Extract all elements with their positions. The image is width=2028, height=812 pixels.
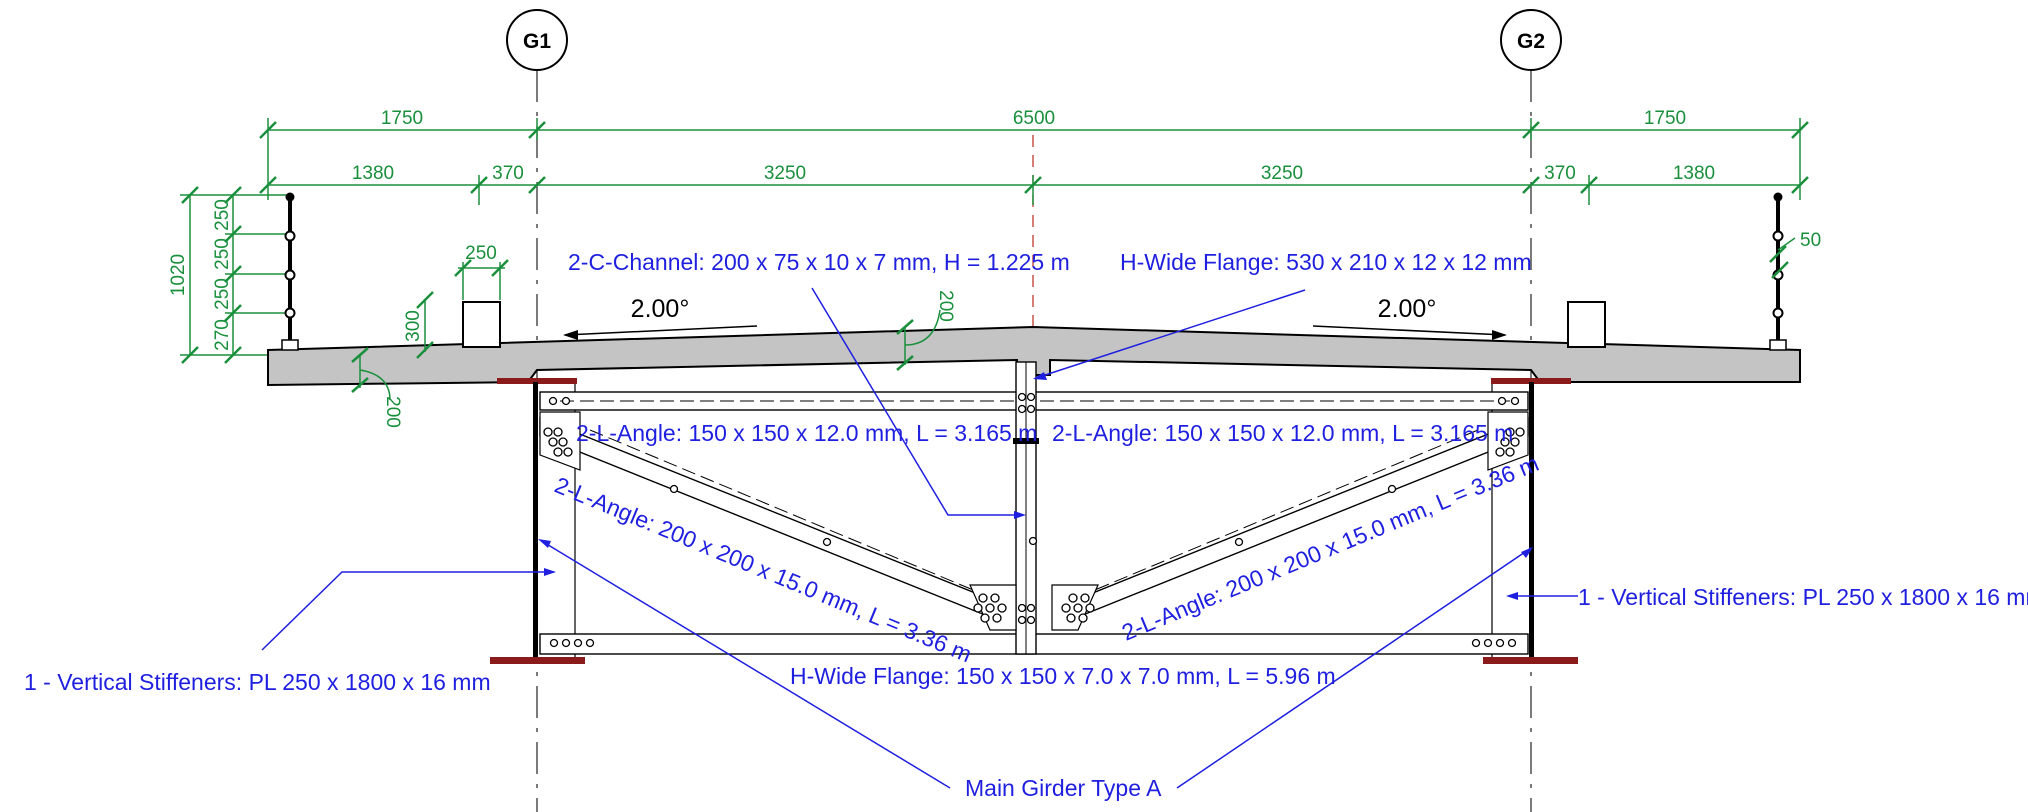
dim-left-rail-span: 1380 bbox=[352, 163, 394, 184]
dim-deck-thickness-edge: 200 bbox=[382, 396, 403, 428]
dim-center-right: 3250 bbox=[1261, 163, 1303, 184]
dim-top-left: 1750 bbox=[381, 108, 423, 129]
slope-indicators: 2.00° 2.00° bbox=[563, 295, 1507, 340]
grid-bubble-g1 bbox=[506, 9, 568, 71]
diagonal-brace-left bbox=[539, 416, 1011, 627]
railing-height-dimensions: 1020 250 250 250 270 bbox=[168, 186, 290, 364]
label-angle-diag-right: 2-L-Angle: 200 x 200 x 15.0 mm, L = 3.36… bbox=[1118, 450, 1542, 646]
grid-axes: G1 G2 bbox=[506, 9, 1562, 812]
dim-deck-thickness-center: 200 bbox=[935, 290, 956, 322]
railing-left bbox=[281, 192, 299, 351]
leader-lines bbox=[261, 287, 1578, 789]
barrier-left bbox=[462, 301, 501, 348]
dim-barrier-width: 250 bbox=[465, 243, 497, 264]
dim-barrier-height: 300 bbox=[403, 310, 424, 342]
dim-left-barrier-span: 370 bbox=[492, 163, 524, 184]
bottom-flange-plate-right bbox=[1483, 657, 1578, 664]
dim-center-left: 3250 bbox=[764, 163, 806, 184]
dim-post-spacing-3: 250 bbox=[212, 278, 233, 310]
main-girder-web-left bbox=[533, 382, 538, 657]
label-stiffener-right: 1 - Vertical Stiffeners: PL 250 x 1800 x… bbox=[1578, 584, 2028, 610]
label-main-girder: Main Girder Type A bbox=[965, 775, 1162, 801]
dim-right-barrier-span: 370 bbox=[1544, 163, 1576, 184]
label-wide-flange-bottom: H-Wide Flange: 150 x 150 x 7.0 x 7.0 mm,… bbox=[790, 663, 1336, 689]
dim-post-spacing-4: 270 bbox=[212, 319, 233, 351]
slope-right: 2.00° bbox=[1378, 295, 1437, 323]
diagonal-brace-right bbox=[1057, 416, 1529, 627]
steel-frame bbox=[490, 361, 1578, 664]
bottom-flange-plate-left bbox=[490, 657, 585, 664]
barrier-right bbox=[1567, 301, 1606, 348]
slope-left: 2.00° bbox=[631, 295, 690, 323]
label-angle-top-left: 2-L-Angle: 150 x 150 x 12.0 mm, L = 3.16… bbox=[576, 420, 1037, 446]
top-dimensions: 1750 6500 1750 1380 370 3250 3250 370 13… bbox=[259, 108, 1809, 205]
label-channel: 2-C-Channel: 200 x 75 x 10 x 7 mm, H = 1… bbox=[568, 249, 1070, 275]
grid-bubble-g2 bbox=[1500, 9, 1562, 71]
dim-top-right: 1750 bbox=[1644, 108, 1686, 129]
label-angle-top-right: 2-L-Angle: 150 x 150 x 12.0 mm, L = 3.16… bbox=[1052, 420, 1513, 446]
barrier-dimensions: 250 300 200 200 50 bbox=[351, 230, 1821, 428]
dim-post-spacing-1: 250 bbox=[212, 199, 233, 231]
grid-label-g2: G2 bbox=[1517, 30, 1545, 53]
top-flange-plate-left bbox=[497, 378, 577, 384]
label-wide-flange-top: H-Wide Flange: 530 x 210 x 12 x 12 mm bbox=[1120, 249, 1532, 275]
bolt-groups bbox=[543, 392, 1525, 648]
dim-post-offset: 50 bbox=[1800, 230, 1821, 251]
main-girder-web-right bbox=[1529, 382, 1534, 657]
grid-label-g1: G1 bbox=[523, 30, 551, 53]
dim-railing-height: 1020 bbox=[168, 254, 189, 296]
dim-top-center: 6500 bbox=[1013, 108, 1055, 129]
label-stiffener-left: 1 - Vertical Stiffeners: PL 250 x 1800 x… bbox=[24, 669, 491, 695]
railing-right bbox=[1769, 192, 1787, 351]
dim-right-rail-span: 1380 bbox=[1673, 163, 1715, 184]
dim-post-spacing-2: 250 bbox=[212, 238, 233, 270]
top-flange-plate-right bbox=[1491, 378, 1571, 384]
